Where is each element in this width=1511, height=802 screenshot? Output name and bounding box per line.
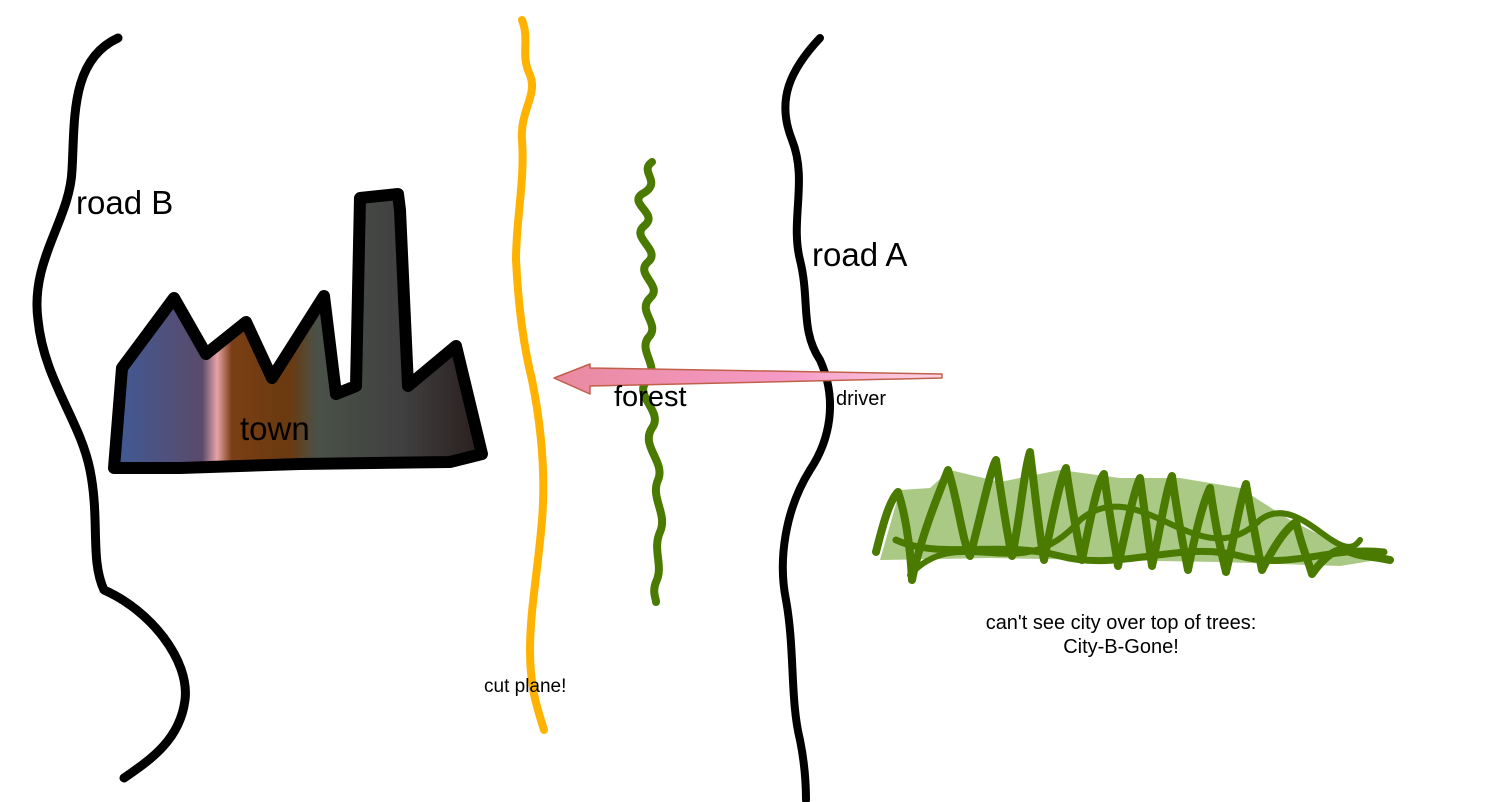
forest-line <box>634 158 666 606</box>
forest-label: forest <box>614 381 687 413</box>
road-a-label: road A <box>812 236 907 273</box>
driver-label: driver <box>836 388 886 410</box>
note-line-1: can't see city over top of trees: <box>986 612 1257 634</box>
road-a-line <box>778 34 834 802</box>
cut-plane-label: cut plane! <box>484 676 566 697</box>
forest-cluster <box>872 448 1394 584</box>
note-line-2: City-B-Gone! <box>1063 636 1179 658</box>
road-b-label: road B <box>76 184 173 221</box>
town-label: town <box>240 410 310 447</box>
driver-view-arrow <box>553 363 943 395</box>
town-shape <box>108 188 488 474</box>
cut-plane-line <box>512 16 548 734</box>
road-b-line <box>32 33 190 783</box>
